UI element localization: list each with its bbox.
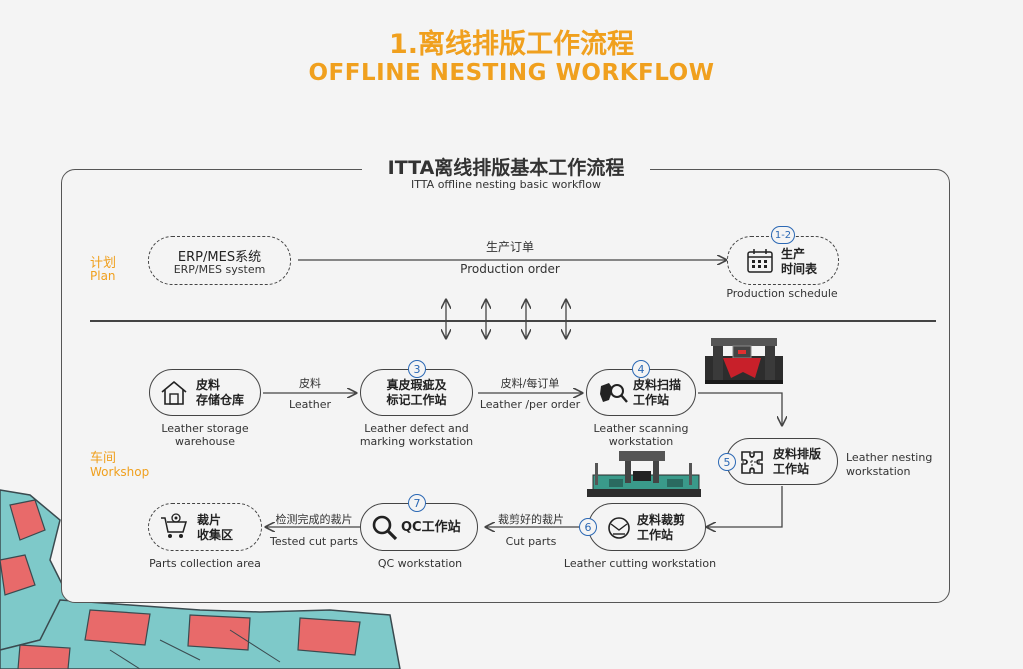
schedule-node: 生产 时间表 xyxy=(727,236,839,285)
defect-title-line1: 真皮瑕疵及 xyxy=(386,378,447,392)
warehouse-icon xyxy=(161,380,187,405)
schedule-caption: Production schedule xyxy=(726,287,838,300)
plan-workshop-divider xyxy=(90,320,936,322)
collection-title-line1: 裁片 xyxy=(197,513,222,527)
collection-caption: Parts collection area xyxy=(149,557,261,570)
cutting-title-line2: 工作站 xyxy=(637,528,674,542)
cutting-caption: Leather cutting workstation xyxy=(563,557,717,570)
defect-caption-line1: Leather defect and xyxy=(364,422,469,435)
qc-node: QC工作站 xyxy=(360,503,478,551)
edge-leather-cn: 皮料 xyxy=(299,377,321,390)
erp-title: ERP/MES系统 xyxy=(177,250,262,265)
cart-icon xyxy=(161,513,188,538)
step-badge: 1-2 xyxy=(771,226,795,244)
production-order-label-cn: 生产订单 xyxy=(485,240,534,254)
erp-subtitle: ERP/MES system xyxy=(173,263,266,276)
edge-leather-en: Leather xyxy=(288,398,332,411)
qc-caption: QC workstation xyxy=(377,557,463,570)
cutting-icon xyxy=(608,517,630,539)
step-badge: 6 xyxy=(579,518,597,536)
page-title: 1.离线排版工作流程 xyxy=(388,29,635,60)
magnifier-icon xyxy=(372,515,398,541)
scanning-title-line2: 工作站 xyxy=(633,393,670,407)
defect-title-line2: 标记工作站 xyxy=(386,393,447,407)
collection-title-line2: 收集区 xyxy=(197,528,234,542)
storage-caption-line1: Leather storage xyxy=(161,422,249,435)
edge-per-order-en: Leather /per order xyxy=(479,398,581,411)
collection-node: 裁片 收集区 xyxy=(148,503,262,551)
edge-cut-parts-cn: 裁剪好的裁片 xyxy=(498,513,564,526)
nesting-title-line1: 皮料排版 xyxy=(773,447,822,461)
defect-caption-line2: marking workstation xyxy=(359,435,474,448)
plan-label-cn: 计划 xyxy=(90,256,117,271)
schedule-title-line2: 时间表 xyxy=(781,262,818,276)
nesting-title-line2: 工作站 xyxy=(773,462,810,476)
edge-per-order-cn: 皮料/每订单 xyxy=(500,377,560,390)
nesting-caption-line1: Leather nesting xyxy=(846,451,933,464)
cutting-machine-image xyxy=(587,451,701,497)
step-badge: 7 xyxy=(408,494,426,512)
scanning-caption: Leather scanning workstation xyxy=(593,422,689,448)
erp-node: ERP/MES系统 ERP/MES system xyxy=(148,236,291,285)
step-badge: 3 xyxy=(408,360,426,378)
scan-search-icon xyxy=(600,383,628,403)
workshop-label-cn: 车间 xyxy=(90,451,117,466)
workshop-label-en: Workshop xyxy=(90,465,150,479)
storage-title-line2: 存储仓库 xyxy=(196,393,245,407)
edge-cut-parts-en: Cut parts xyxy=(505,535,557,548)
storage-caption-line2: warehouse xyxy=(175,435,235,448)
scanning-title-line1: 皮料扫描 xyxy=(633,378,682,392)
storage-title-line1: 皮料 xyxy=(196,378,221,392)
edge-tested-parts-cn: 检测完成的裁片 xyxy=(275,513,353,526)
qc-title: QC工作站 xyxy=(401,520,461,535)
step-badge: 5 xyxy=(718,453,736,471)
plan-label-en: Plan xyxy=(90,269,116,283)
nesting-node: 皮料排版 工作站 xyxy=(726,438,838,485)
calendar-icon xyxy=(747,249,773,273)
storage-node: 皮料 存储仓库 xyxy=(149,369,261,416)
schedule-title-line1: 生产 xyxy=(781,247,806,261)
edge-tested-parts-en: Tested cut parts xyxy=(269,535,359,548)
cutting-title-line1: 皮料裁剪 xyxy=(637,513,686,527)
scanner-machine-image xyxy=(705,338,783,384)
panel-title: ITTA离线排版基本工作流程 xyxy=(387,157,625,179)
production-order-label-en: Production order xyxy=(460,262,560,276)
panel-subtitle: ITTA offline nesting basic workflow xyxy=(411,178,601,191)
nesting-caption-line2: workstation xyxy=(846,465,911,478)
page-subtitle: OFFLINE NESTING WORKFLOW xyxy=(308,60,715,86)
step-badge: 4 xyxy=(632,360,650,378)
panel-title-gap xyxy=(362,160,650,184)
puzzle-icon xyxy=(741,451,763,474)
cutting-node: 皮料裁剪 工作站 xyxy=(588,503,706,551)
